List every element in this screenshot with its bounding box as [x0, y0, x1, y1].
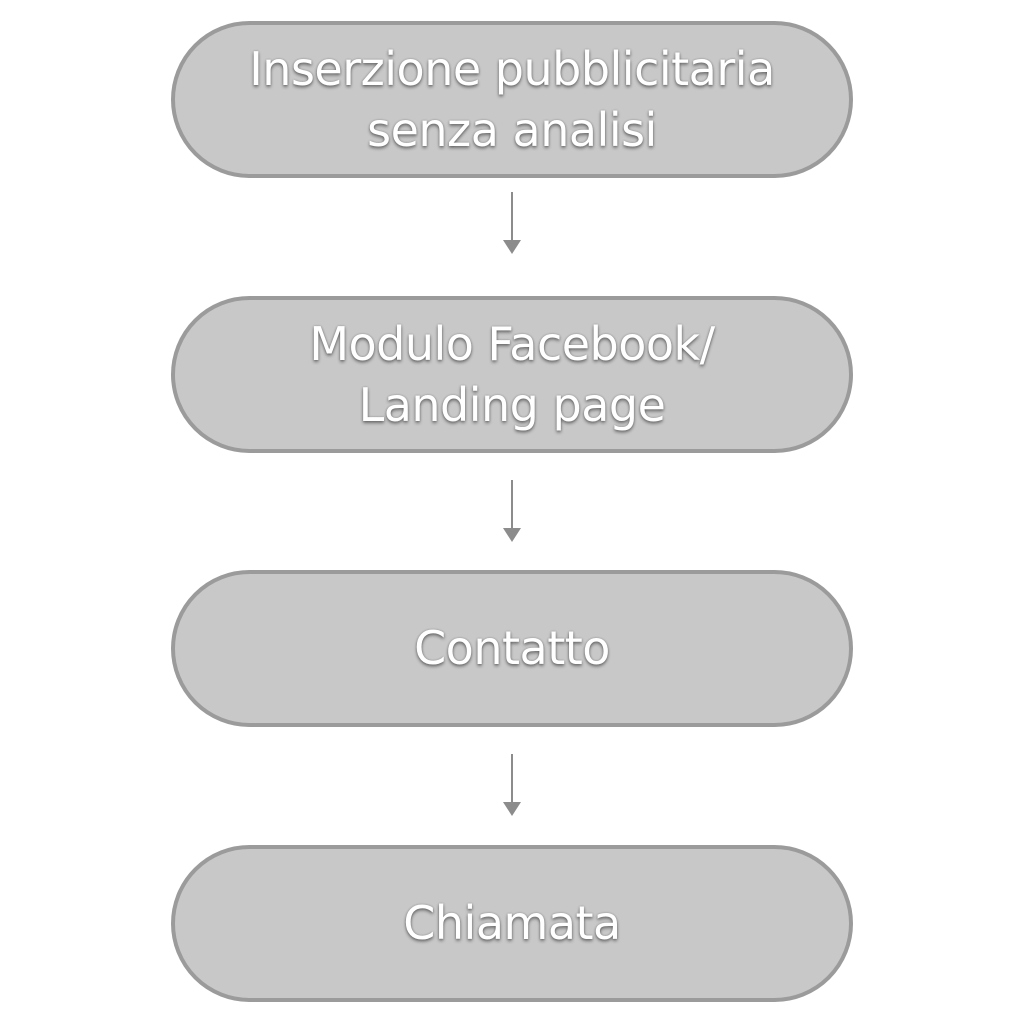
- flow-arrow-down-icon: [503, 480, 521, 542]
- flow-step-label: Inserzione pubblicitaria senza analisi: [249, 41, 775, 157]
- flow-step-label: Chiamata: [403, 896, 621, 950]
- flow-arrow-down-icon: [503, 754, 521, 816]
- flow-step-facebook-form: Modulo Facebook/ Landing page: [171, 296, 853, 453]
- flow-step-ad-insertion: Inserzione pubblicitaria senza analisi: [171, 21, 853, 178]
- flow-step-label: Contatto: [414, 621, 610, 675]
- flow-step-contact: Contatto: [171, 570, 853, 727]
- flow-step-label: Modulo Facebook/ Landing page: [309, 316, 715, 432]
- flow-arrow-down-icon: [503, 192, 521, 254]
- flow-step-call: Chiamata: [171, 845, 853, 1002]
